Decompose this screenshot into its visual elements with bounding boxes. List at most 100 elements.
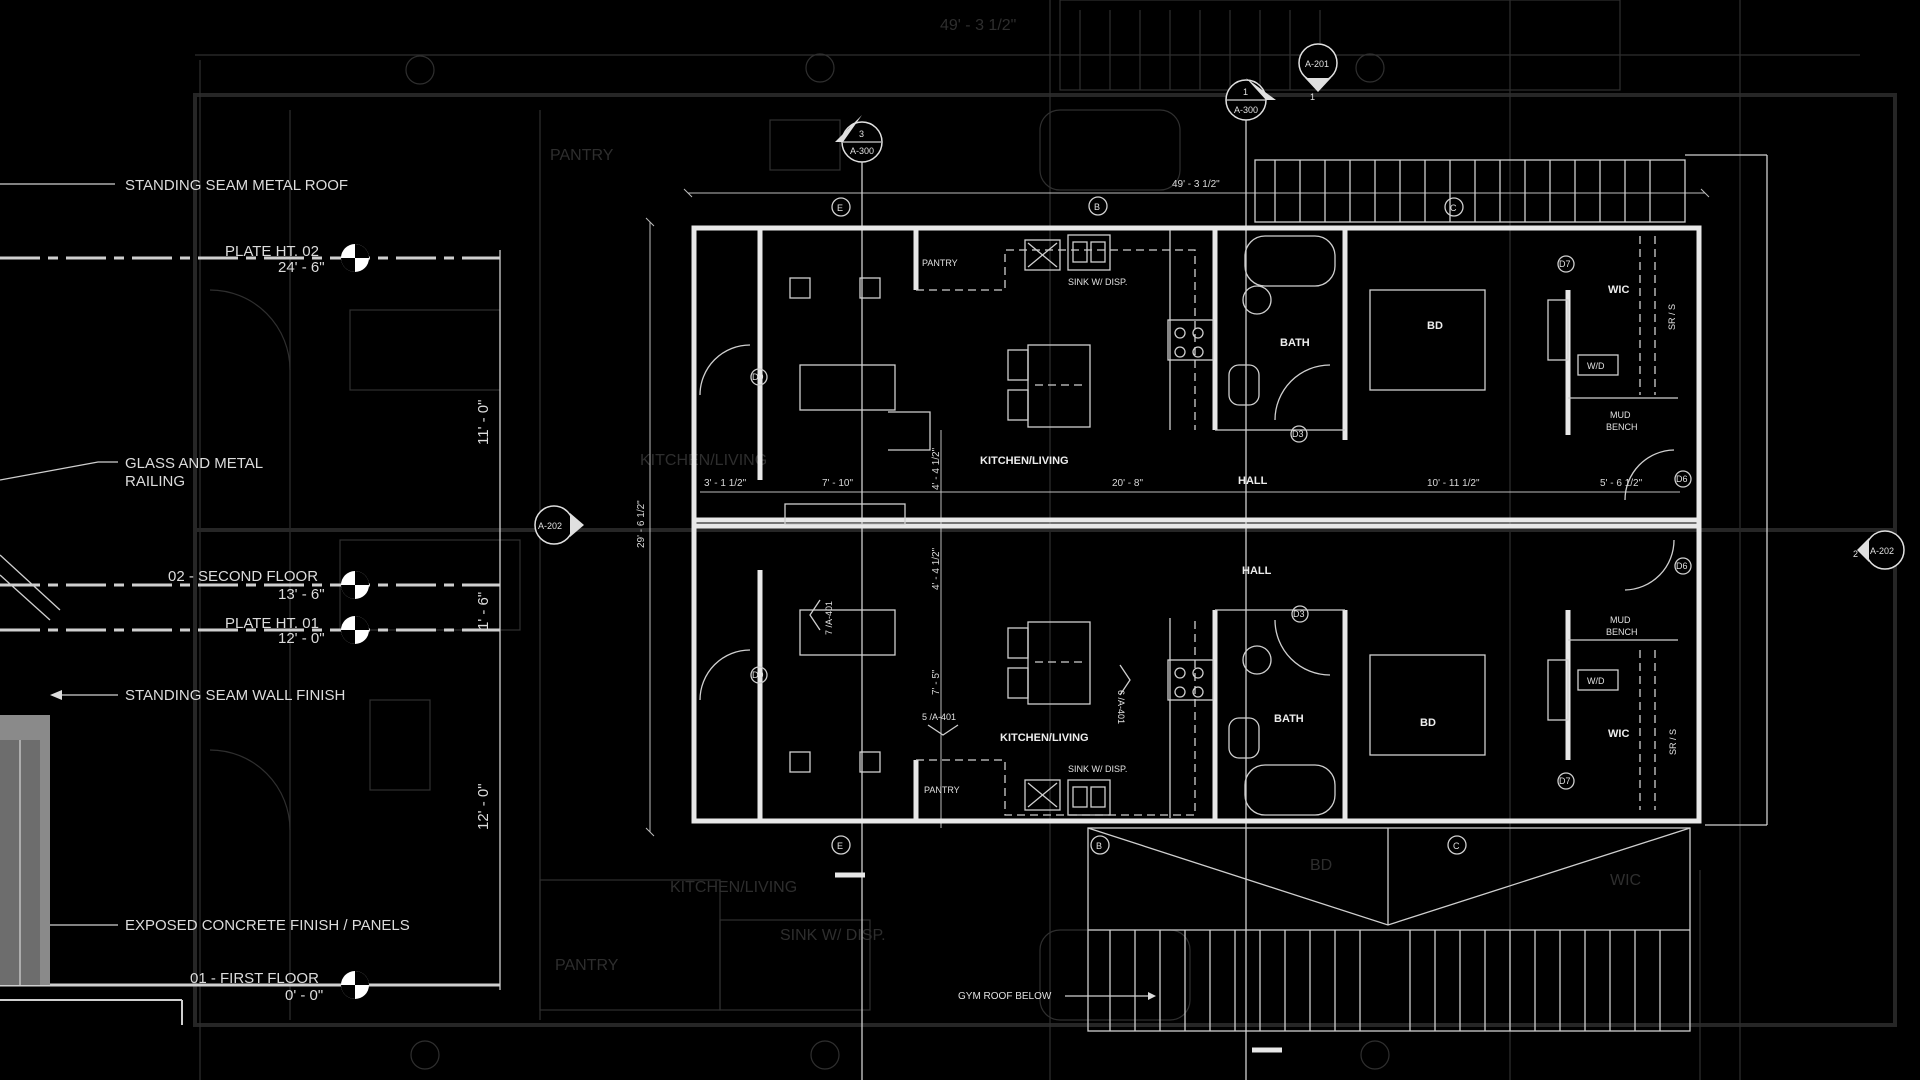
grid-bubble-c-bottom: C	[1453, 841, 1460, 851]
overall-height-label: 29' - 6 1/2"	[636, 500, 647, 548]
room-label-wic-upper: WIC	[1608, 284, 1629, 296]
grid-bubble-c-top: C	[1450, 203, 1457, 213]
room-label-sr-s-upper: SR / S	[1667, 304, 1677, 330]
door-tag-d9-lower: D9	[752, 670, 764, 680]
level-markers	[341, 244, 369, 999]
note-glass-metal-railing-line2: RAILING	[125, 473, 185, 490]
grid-bubble-b-bottom: B	[1096, 841, 1102, 851]
overall-width-label: 49' - 3 1/2"	[1172, 179, 1220, 190]
level-lines	[0, 250, 501, 990]
elev-dim-1ft6: 1' - 6"	[475, 592, 492, 630]
note-exposed-concrete: EXPOSED CONCRETE FINISH / PANELS	[125, 917, 410, 934]
svg-text:PANTRY: PANTRY	[550, 147, 614, 164]
level-elev-second-floor: 13' - 6"	[278, 586, 325, 603]
grid-bubble-e-top: E	[837, 203, 843, 213]
level-elev-plate-ht-02: 24' - 6"	[278, 259, 325, 276]
room-label-bench-lower: BENCH	[1606, 627, 1638, 637]
level-marker-second-floor	[341, 571, 369, 599]
svg-text:WIC: WIC	[1610, 872, 1641, 889]
elevation-mark-a202-right: A-202	[1870, 546, 1894, 556]
door-tag-d9-upper: D9	[752, 372, 764, 382]
room-label-sink-upper: SINK W/ DISP.	[1068, 277, 1127, 287]
room-label-wd-upper: W/D	[1587, 361, 1605, 371]
level-marker-plate-ht-02	[341, 244, 369, 272]
room-label-pantry-upper: PANTRY	[922, 258, 958, 268]
detail-callout-6-a401: 6 /A-401	[1116, 690, 1126, 724]
svg-text:BD: BD	[1310, 857, 1332, 874]
room-label-wic-lower: WIC	[1608, 728, 1629, 740]
level-marker-plate-ht-01	[341, 616, 369, 644]
svg-text:KITCHEN/LIVING: KITCHEN/LIVING	[640, 452, 767, 469]
level-marker-first-floor	[341, 971, 369, 999]
ghost-linework	[193, 0, 1897, 1080]
svg-text:PANTRY: PANTRY	[555, 957, 619, 974]
door-tag-d3-lower: D3	[1293, 609, 1305, 619]
level-name-first-floor: 01 - FIRST FLOOR	[190, 970, 319, 987]
gym-roof-label: GYM ROOF BELOW	[958, 991, 1052, 1002]
elevation-mark-a202-number: 2	[1853, 549, 1858, 559]
section-mark-1-number: 1	[1243, 87, 1248, 97]
elevation-leaders	[0, 183, 118, 926]
dim-v-3: 7' - 5"	[931, 669, 942, 695]
fixtures-upper-unit	[699, 234, 1675, 525]
level-name-plate-ht-02: PLATE HT. 02	[225, 243, 319, 260]
room-label-wd-lower: W/D	[1587, 676, 1605, 686]
level-name-plate-ht-01: PLATE HT. 01	[225, 615, 319, 632]
level-labels: PLATE HT. 02 24' - 6" 02 - SECOND FLOOR …	[168, 243, 325, 1004]
door-tag-d7-upper: D7	[1559, 259, 1571, 269]
dim-seg-5: 5' - 6 1/2"	[1600, 478, 1643, 489]
dim-v-1: 4' - 4 1/2"	[931, 447, 942, 490]
section-callouts: 3 A-300 1 A-300 A-201 1 A-202 A-202 2 7 …	[534, 43, 1905, 1080]
door-tag-d6-lower: D6	[1676, 561, 1688, 571]
door-tags: D9 D9 D3 D3 D6 D6 D7 D7	[750, 255, 1692, 790]
room-label-hall-corridor: HALL	[1242, 565, 1272, 577]
level-name-second-floor: 02 - SECOND FLOOR	[168, 568, 318, 585]
door-tag-d6-upper: D6	[1676, 474, 1688, 484]
svg-text:SINK W/ DISP.: SINK W/ DISP.	[780, 927, 886, 944]
detail-callout-5-a401: 5 /A-401	[922, 712, 956, 722]
detail-callout-7-a401: 7 /A-401	[824, 601, 834, 635]
room-label-pantry-lower: PANTRY	[924, 785, 960, 795]
room-label-bench-upper: BENCH	[1606, 422, 1638, 432]
level-elev-plate-ht-01: 12' - 0"	[278, 630, 325, 647]
elevation-mark-a202-left: A-202	[538, 521, 562, 531]
elevation-panel	[0, 715, 183, 1025]
level-elev-first-floor: 0' - 0"	[285, 987, 323, 1004]
room-label-mud-lower: MUD	[1610, 615, 1631, 625]
grid-bubble-b-top: B	[1094, 202, 1100, 212]
room-label-sr-s-lower: SR / S	[1668, 729, 1678, 755]
room-label-hall-upper: HALL	[1238, 475, 1268, 487]
elevation-dimensions: 11' - 0" 1' - 6" 12' - 0"	[475, 400, 492, 830]
balcony-railing-top	[1254, 154, 1768, 826]
svg-text:KITCHEN/LIVING: KITCHEN/LIVING	[670, 879, 797, 896]
svg-text:49' - 3 1/2": 49' - 3 1/2"	[940, 17, 1016, 34]
room-label-kitchen-living-upper: KITCHEN/LIVING	[980, 455, 1069, 467]
roof-below: GYM ROOF BELOW	[958, 827, 1691, 1032]
grid-bubble-e-bottom: E	[837, 841, 843, 851]
room-label-bath-upper: BATH	[1280, 337, 1310, 349]
dim-seg-3: 20' - 8"	[1112, 478, 1143, 489]
door-tag-d3-upper: D3	[1292, 429, 1304, 439]
room-labels: PANTRY SINK W/ DISP. BATH BD WIC W/D MUD…	[922, 258, 1678, 795]
overall-dimensions: 49' - 3 1/2" 29' - 6 1/2" 3' - 1 1/2" 7'…	[636, 179, 1710, 837]
dim-v-2: 4' - 4 1/2"	[931, 547, 942, 590]
elevation-mark-a201: A-201	[1305, 59, 1329, 69]
room-label-bath-lower: BATH	[1274, 713, 1304, 725]
dim-seg-4: 10' - 11 1/2"	[1427, 478, 1480, 489]
note-glass-metal-railing-line1: GLASS AND METAL	[125, 455, 263, 472]
note-standing-seam-roof: STANDING SEAM METAL ROOF	[125, 177, 348, 194]
dim-seg-2: 7' - 10"	[822, 478, 853, 489]
door-tag-d7-lower: D7	[1559, 776, 1571, 786]
elev-dim-12ft: 12' - 0"	[475, 783, 492, 830]
section-mark-3-number: 3	[859, 129, 864, 139]
ghost-labels: KITCHEN/LIVING KITCHEN/LIVING PANTRY PAN…	[550, 17, 1641, 974]
elev-dim-11ft: 11' - 0"	[475, 400, 492, 445]
elevation-notes: STANDING SEAM METAL ROOF GLASS AND METAL…	[125, 177, 410, 934]
room-label-bd-upper: BD	[1427, 320, 1443, 332]
section-mark-1-sheet: A-300	[1234, 105, 1258, 115]
room-label-kitchen-living-lower: KITCHEN/LIVING	[1000, 732, 1089, 744]
elevation-mark-a201-number: 1	[1310, 92, 1315, 102]
fixtures-lower-unit	[699, 539, 1675, 1053]
